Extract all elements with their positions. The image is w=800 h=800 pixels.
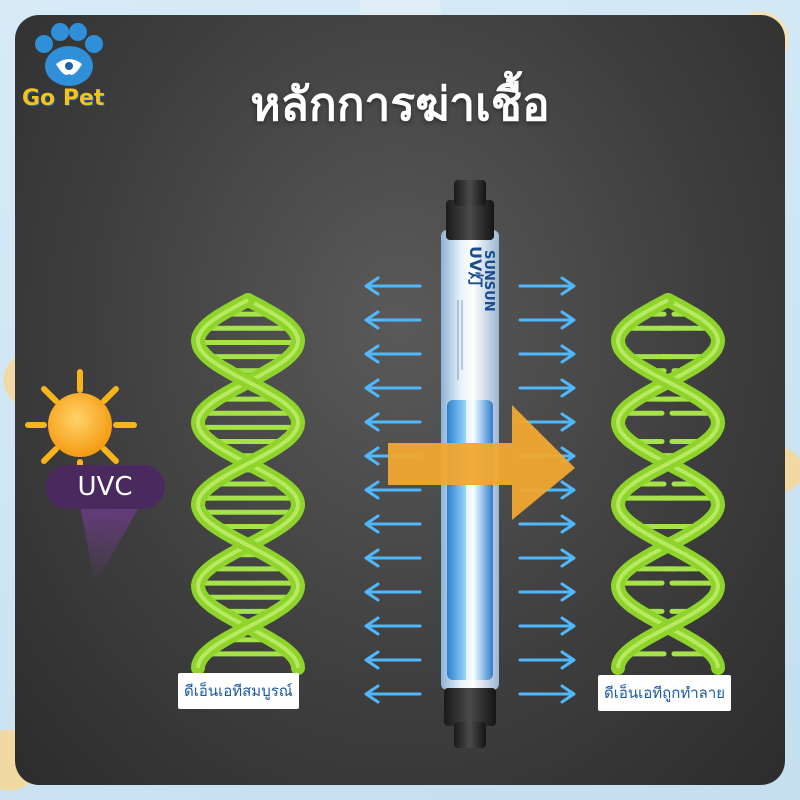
lamp-model-text: UV灯: [466, 246, 485, 287]
arrow-left-icon: [364, 378, 422, 398]
sun-icon: [25, 369, 137, 481]
arrow-right-icon: [518, 684, 576, 704]
arrow-left-icon: [364, 650, 422, 670]
arrow-left-icon: [364, 310, 422, 330]
dna-strand-highlight: [615, 298, 721, 669]
arrow-right-icon: [518, 650, 576, 670]
uvc-beam: [80, 505, 140, 585]
dna-strand-highlight: [195, 298, 301, 669]
lamp-top-cap: [446, 200, 494, 240]
arrow-left-icon: [364, 548, 422, 568]
arrow-left-icon: [364, 616, 422, 636]
arrow-left-icon: [364, 344, 422, 364]
label-damaged-dna: ดีเอ็นเอทีถูกทำลาย: [598, 675, 732, 711]
arrow-left-icon: [364, 480, 422, 500]
dna-strand-highlight: [195, 298, 301, 669]
brand-name: Go Pet: [22, 86, 105, 111]
arrow-right-icon: [518, 276, 576, 296]
uvc-badge: UVC: [45, 465, 165, 509]
brand-logo: Go Pet: [14, 16, 124, 116]
arrow-left-icon: [364, 412, 422, 432]
uv-rays: [364, 276, 576, 704]
paw-icon: [35, 23, 103, 86]
dna-damaged: [610, 293, 726, 675]
arrow-right-icon: [518, 582, 576, 602]
label-intact-dna: ดีเอ็นเอทีสมบูรณ์: [178, 673, 299, 709]
page-title: หลักการฆ่าเชื้อ: [250, 77, 550, 131]
arrow-left-icon: [364, 276, 422, 296]
dna-intact: [190, 293, 306, 675]
big-arrow-right-icon: [388, 405, 575, 520]
arrow-left-icon: [364, 684, 422, 704]
lamp-bottom-cap: [444, 688, 496, 726]
arrow-right-icon: [518, 378, 576, 398]
arrow-right-icon: [518, 514, 576, 534]
dna-strand-highlight: [615, 298, 721, 669]
arrow-left-icon: [364, 582, 422, 602]
arrow-right-icon: [518, 310, 576, 330]
arrow-right-icon: [518, 548, 576, 568]
arrow-right-icon: [518, 344, 576, 364]
lamp-brand-text: SUNSUN: [481, 250, 496, 312]
arrow-right-icon: [518, 616, 576, 636]
arrow-left-icon: [364, 514, 422, 534]
